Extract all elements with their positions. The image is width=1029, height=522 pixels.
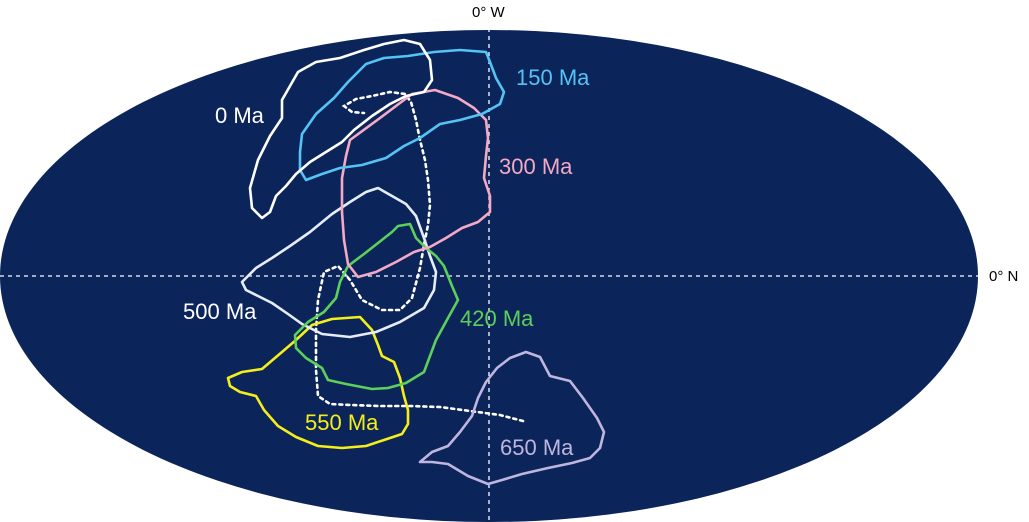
label-150-ma: 150 Ma: [516, 65, 590, 90]
label-550-ma: 550 Ma: [305, 410, 379, 435]
meridian-label: 0° W: [472, 4, 506, 21]
outline-550-ma: [226, 315, 410, 450]
outline-500-ma: [240, 186, 438, 339]
equator-label: 0° N: [989, 268, 1018, 285]
label-420-ma: 420 Ma: [460, 306, 534, 331]
label-0-ma: 0 Ma: [215, 103, 265, 128]
drift-track: [314, 90, 525, 423]
outline-300-ma: [340, 88, 492, 279]
outline-650-ma: [418, 350, 606, 486]
label-650-ma: 650 Ma: [500, 435, 574, 460]
outline-150-ma: [298, 48, 506, 182]
outline-420-ma: [293, 222, 460, 391]
outline-0-ma: [248, 38, 434, 220]
label-500-ma: 500 Ma: [183, 299, 257, 324]
label-300-ma: 300 Ma: [499, 154, 573, 179]
